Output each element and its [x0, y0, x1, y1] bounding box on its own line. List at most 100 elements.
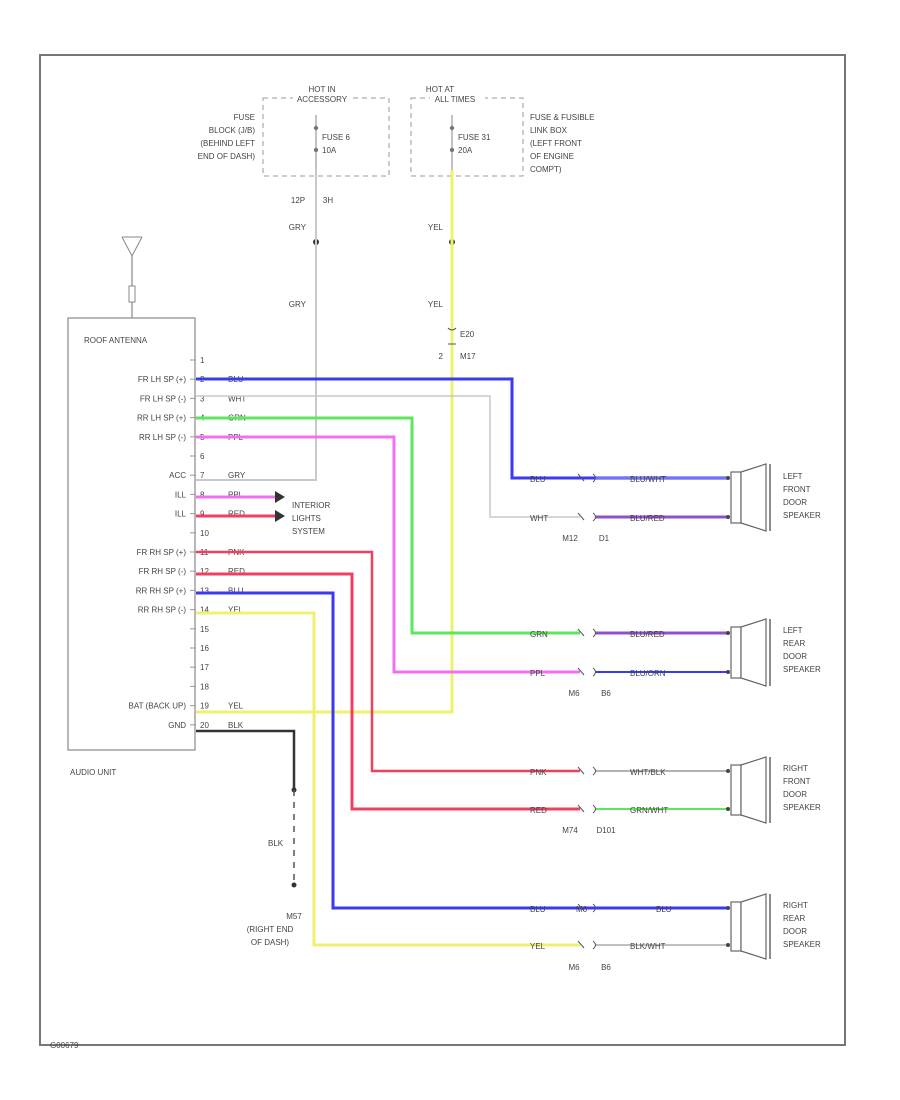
- connector-socket-mark: [592, 940, 596, 950]
- roof-antenna: [121, 236, 143, 318]
- lr-name-3: DOOR: [783, 652, 807, 661]
- speaker-magnet-icon: [730, 471, 742, 524]
- fuse-left-pin-right: 3H: [323, 196, 333, 205]
- pin-label: BAT (BACK UP): [129, 702, 187, 711]
- fuse-block-right-loc-3: (LEFT FRONT: [530, 139, 582, 148]
- rf-name-4: SPEAKER: [783, 803, 821, 812]
- rr-conn-top: M6: [576, 905, 588, 914]
- fuse-left-rating-1: FUSE 6: [322, 133, 351, 142]
- speaker-symbols: [726, 463, 771, 960]
- wire-yel-rr-neg: [196, 611, 580, 947]
- rr-conn-left: M6: [568, 963, 580, 972]
- connector-pin-mark: [577, 766, 585, 775]
- speaker-terminal-neg: [726, 943, 730, 947]
- speaker-terminal-pos: [726, 476, 730, 480]
- pin-number: 19: [200, 702, 209, 711]
- lr-pos-out-label: BLU/RED: [630, 630, 665, 639]
- speaker-terminal-neg: [726, 670, 730, 674]
- connector-e20-mark: [447, 327, 457, 331]
- pin-label: ILL: [175, 510, 187, 519]
- fuse-left-contact-bottom: [313, 147, 319, 153]
- fuse-block-left-header-2: ACCESSORY: [297, 95, 348, 104]
- speaker-magnet-icon: [730, 901, 742, 952]
- fuse-block-right: HOT AT ALL TIMES FUSE & FUSIBLE LINK BOX…: [410, 85, 594, 361]
- lf-name-4: SPEAKER: [783, 511, 821, 520]
- rr-name-4: SPEAKER: [783, 940, 821, 949]
- speaker-cone-icon: [740, 756, 767, 824]
- figure-id: G00679: [50, 1041, 79, 1050]
- pin-label: GND: [168, 721, 186, 730]
- fuse-block-left-loc-3: (BEHIND LEFT: [200, 139, 255, 148]
- pin-number: 8: [200, 490, 205, 499]
- speaker-magnet-icon: [730, 626, 742, 679]
- pin-wire-label: BLK: [228, 721, 244, 730]
- speaker-groups: BLU BLU/WHT WHT BLU/RED M12 D1 LEFT FRON…: [530, 472, 821, 972]
- speaker-terminal-neg: [726, 807, 730, 811]
- lf-name-3: DOOR: [783, 498, 807, 507]
- audio-unit-label: AUDIO UNIT: [70, 768, 116, 777]
- speaker-terminal-pos: [726, 906, 730, 910]
- fuse-block-right-loc-4: OF ENGINE: [530, 152, 574, 161]
- pin-label: RR RH SP (-): [138, 606, 187, 615]
- connector-e20-label: E20: [460, 330, 475, 339]
- connector-socket-mark: [592, 903, 596, 913]
- speaker-right-rear: BLU BLU YEL BLK/WHT M6 M6 B6 RIGHT REAR …: [530, 901, 821, 972]
- rr-name-2: REAR: [783, 914, 805, 923]
- wire-yel-bat: [196, 170, 454, 714]
- lr-neg-out-label: BLU/ORN: [630, 669, 666, 678]
- diagram-border: [39, 54, 846, 1046]
- lr-name-2: REAR: [783, 639, 805, 648]
- lr-name-1: LEFT: [783, 626, 803, 635]
- pin-number: 17: [200, 663, 209, 672]
- lf-neg-out-label: BLU/RED: [630, 514, 665, 523]
- rr-neg-in-label: YEL: [530, 942, 546, 951]
- fuse-right-contact-top: [449, 125, 455, 131]
- pin-number: 14: [200, 606, 209, 615]
- speaker-terminal-pos: [726, 769, 730, 773]
- wire-label-gry-top: GRY: [289, 223, 307, 232]
- pin-label: ILL: [175, 490, 187, 499]
- speaker-terminal-neg: [726, 515, 730, 519]
- rf-conn-left: M74: [562, 826, 578, 835]
- rr-conn-right: B6: [601, 963, 611, 972]
- rr-name-1: RIGHT: [783, 901, 808, 910]
- lf-pos-in-label: BLU: [530, 475, 546, 484]
- interior-lights-label-1: INTERIOR: [292, 501, 330, 510]
- antenna-icon: [121, 236, 143, 258]
- connector-socket-mark: [592, 512, 596, 522]
- fuse-block-left-header-bg: [293, 92, 353, 106]
- antenna-label: ROOF ANTENNA: [84, 336, 148, 345]
- wire-gry-acc: [196, 242, 317, 481]
- pin-wire-label: YEL: [228, 606, 244, 615]
- rr-neg-out-label: BLK/WHT: [630, 942, 666, 951]
- lf-name-1: LEFT: [783, 472, 803, 481]
- rf-name-1: RIGHT: [783, 764, 808, 773]
- fuse-block-left-loc-2: BLOCK (J/B): [209, 126, 256, 135]
- connector-pin-mark: [577, 940, 585, 949]
- connector-socket-mark: [592, 667, 596, 677]
- wire-wht-lf-neg: [196, 395, 580, 518]
- fuse-block-left-header-1: HOT IN: [309, 85, 336, 94]
- connector-socket-mark: [592, 628, 596, 638]
- connector-pin-mark: [577, 512, 585, 521]
- pin-wire-label: WHT: [228, 394, 246, 403]
- ground-label-1: M57: [286, 912, 302, 921]
- pin-number: 16: [200, 644, 209, 653]
- wire-label-yel-mid: YEL: [428, 300, 444, 309]
- pin-label: RR RH SP (+): [136, 586, 187, 595]
- connector-marks: [447, 327, 596, 950]
- fuse-left-pin-left: 12P: [291, 196, 305, 205]
- speaker-cone-icon: [740, 893, 767, 960]
- rr-name-3: DOOR: [783, 927, 807, 936]
- pin-number: 12: [200, 567, 209, 576]
- ground-wire-label: BLK: [268, 839, 284, 848]
- arrow-ill-red-icon: [275, 510, 285, 522]
- pin-label: FR RH SP (+): [137, 548, 187, 557]
- speaker-cone-icon: [740, 463, 767, 532]
- wire-pnk-rf-pos: [196, 550, 580, 773]
- speaker-magnet-icon: [730, 764, 742, 816]
- pin-wire-label: YEL: [228, 702, 244, 711]
- pin-wire-label: RED: [228, 510, 245, 519]
- lf-conn-left: M12: [562, 534, 578, 543]
- fuse-block-left: HOT IN ACCESSORY FUSE BLOCK (J/B) (BEHIN…: [198, 85, 390, 309]
